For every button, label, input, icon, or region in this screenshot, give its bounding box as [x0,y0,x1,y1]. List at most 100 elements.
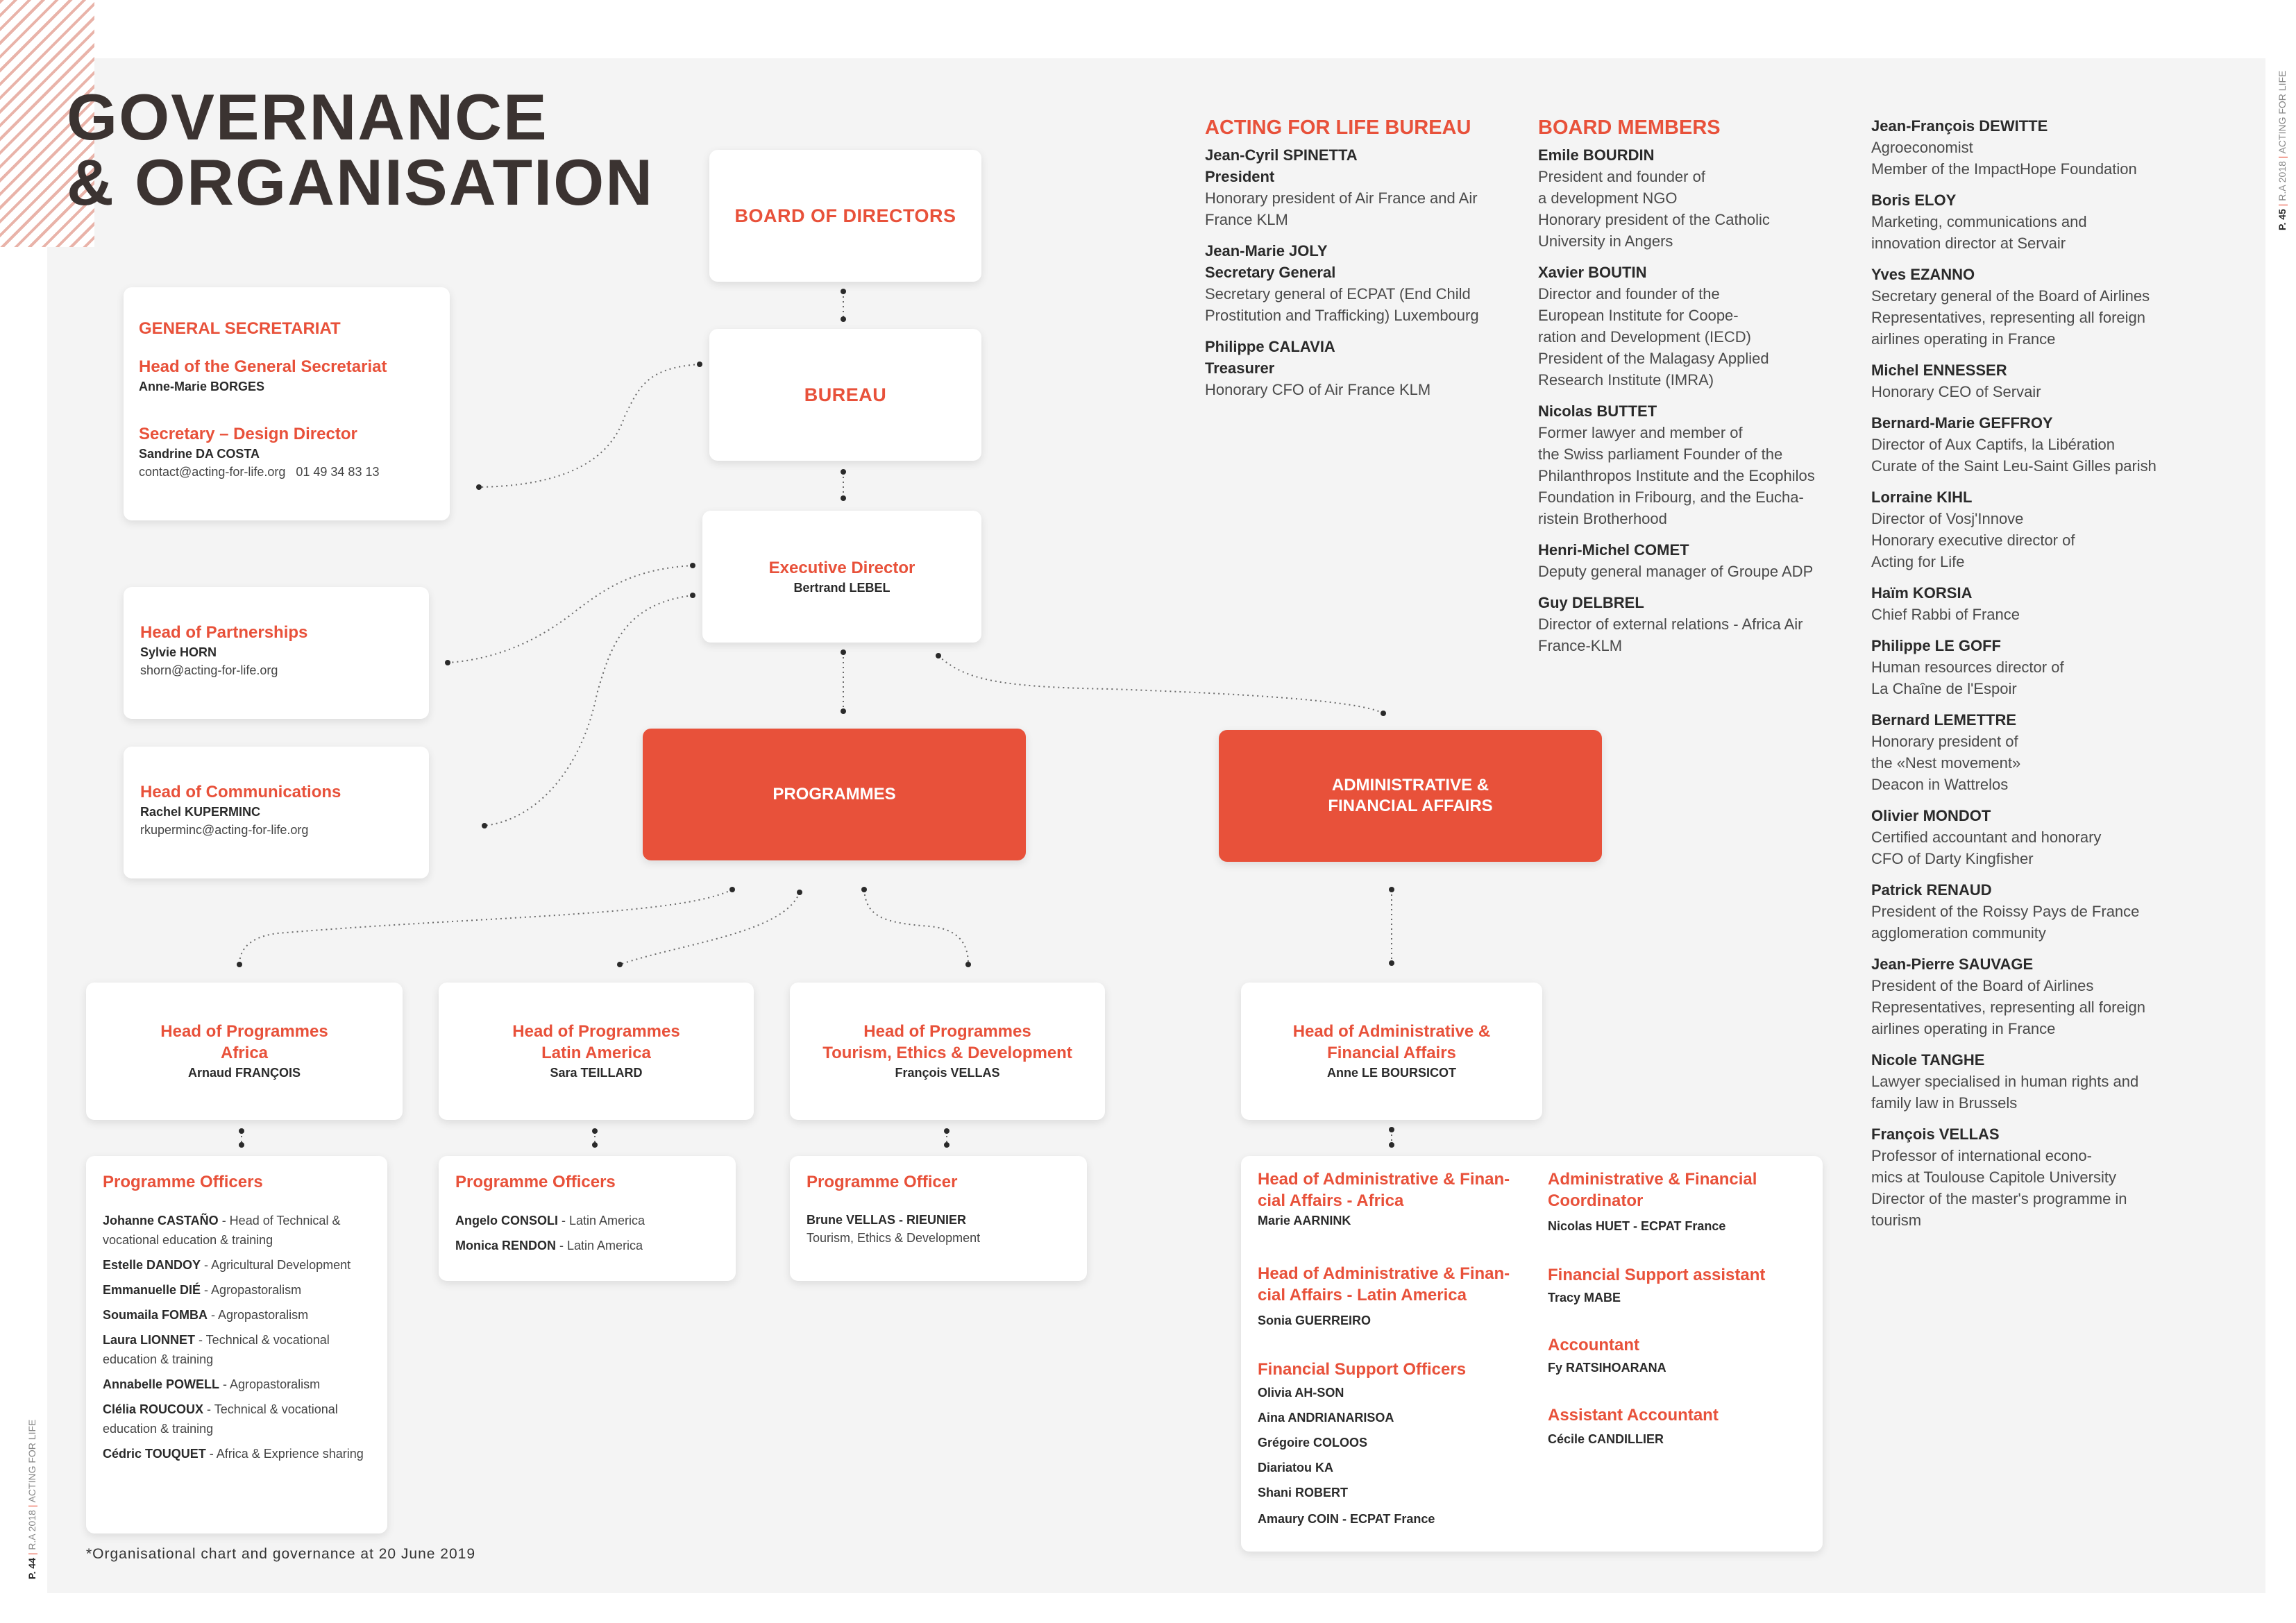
programme-officer-tourism-box: Programme Officer Brune VELLAS - RIEUNIE… [790,1156,1087,1281]
bureau-column: ACTING FOR LIFE BUREAU Jean-Cyril SPINET… [1205,115,1517,410]
list-item: Soumaila FOMBA - Agropastoralism [103,1308,309,1322]
po-tourism-heading: Programme Officer [807,1173,958,1191]
hop-tourism-name: François VELLAS [895,1066,1000,1080]
fso-name: Amaury COIN - ECPAT France [1258,1512,1435,1526]
programmes-label: PROGRAMMES [773,785,896,804]
haf-latam-name: Sonia GUERREIRO [1258,1314,1371,1327]
list-item: Emmanuelle DIÉ - Agropastoralism [103,1283,302,1297]
head-general-secretariat-name: Anne-Marie BORGES [139,380,265,393]
list-item: Clélia ROUCOUX - Technical & vocational … [103,1402,338,1436]
afc-name: Nicolas HUET - ECPAT France [1548,1219,1726,1233]
head-of-communications-name: Rachel KUPERMINC [140,805,261,819]
admin-staff-box: Head of Administrative & Finan- cial Aff… [1241,1156,1823,1552]
head-admin-name: Anne LE BOURSICOT [1326,1066,1456,1080]
hop-latam-name: Sara TEILLARD [550,1066,643,1080]
bureau-column-heading: ACTING FOR LIFE BUREAU [1205,117,1471,139]
head-of-programmes-tourism-box: Head of Programmes Tourism, Ethics & Dev… [790,983,1105,1120]
bureau-box: BUREAU [709,329,981,461]
hop-tourism-line-2: Tourism, Ethics & Development [822,1044,1072,1062]
haf-africa-name: Marie AARNINK [1258,1214,1351,1227]
board-of-directors-box: BOARD OF DIRECTORS [709,150,981,282]
fsa-name: Tracy MABE [1548,1291,1621,1305]
footnote: *Organisational chart and governance at … [86,1546,476,1562]
hop-africa-line-1: Head of Programmes [160,1022,328,1041]
list-item: Annabelle POWELL - Agropastoralism [103,1377,321,1391]
head-general-secretariat-role: Head of the General Secretariat [139,357,387,376]
list-item: Brune VELLAS - RIEUNIER [807,1213,967,1227]
head-of-partnerships-name: Sylvie HORN [140,645,217,659]
head-of-partnerships-email: shorn@acting-for-life.org [140,663,278,677]
po-tourism-list: Brune VELLAS - RIEUNIER Tourism, Ethics … [807,1211,1070,1247]
programmes-box: PROGRAMMES [643,729,1026,860]
fso-name: Aina ANDRIANARISOA [1258,1411,1394,1425]
hop-africa-name: Arnaud FRANÇOIS [188,1066,301,1080]
hop-africa-line-2: Africa [220,1044,269,1062]
list-item: Philippe CALAVIA Treasurer Honorary CFO … [1205,338,1431,398]
secretary-design-director-name: Sandrine DA COSTA [139,447,260,461]
executive-director-role: Executive Director [768,558,915,577]
fso-heading: Financial Support Officers [1258,1360,1467,1379]
po-latam-heading: Programme Officers [455,1173,616,1191]
page-title: GOVERNANCE & ORGANISATION [67,85,654,215]
head-of-communications-role: Head of Communications [140,783,341,801]
administrative-financial-affairs-box: ADMINISTRATIVE & FINANCIAL AFFAIRS [1219,730,1602,862]
list-item: Angelo CONSOLI - Latin America [455,1214,645,1227]
accountant-heading: Accountant [1548,1336,1639,1354]
bureau-label: BUREAU [804,384,887,405]
head-of-partnerships-role: Head of Partnerships [140,623,308,642]
list-item: Tourism, Ethics & Development [807,1231,981,1245]
hop-tourism-line-1: Head of Programmes [863,1022,1031,1041]
list-item: Johanne CASTAÑO - Head of Technical & vo… [103,1214,341,1247]
admin-label-line-1: ADMINISTRATIVE & [1331,776,1489,794]
board-members-heading: BOARD MEMBERS [1538,117,1721,139]
head-of-programmes-latin-america-box: Head of Programmes Latin America Sara TE… [439,983,754,1120]
head-of-admin-financial-affairs-box: Head of Administrative & Financial Affai… [1241,983,1542,1120]
hop-latam-line-2: Latin America [541,1044,651,1062]
fso-name: Olivia AH-SON [1258,1386,1344,1400]
list-item: Monica RENDON - Latin America [455,1239,643,1252]
board-of-directors-label: BOARD OF DIRECTORS [734,205,956,226]
programme-officers-africa-box: Programme Officers Johanne CASTAÑO - Hea… [86,1156,387,1533]
head-admin-line-1: Head of Administrative & [1292,1022,1491,1041]
fso-name: Grégoire COLOOS [1258,1436,1368,1450]
list-item: Jean-Marie JOLY Secretary General Secret… [1205,242,1479,324]
afc-heading: Administrative & Financial Coordinator [1548,1170,1757,1210]
fso-name: Diariatou KA [1258,1461,1334,1475]
secretariat-contact: contact@acting-for-life.org 01 49 34 83 … [139,465,380,479]
hatch-decoration [0,0,94,247]
hop-latam-line-1: Head of Programmes [512,1022,680,1041]
head-of-partnerships-box: Head of Partnerships Sylvie HORN shorn@a… [124,587,429,719]
po-latam-list: Angelo CONSOLI - Latin America Monica RE… [455,1211,719,1255]
head-of-programmes-africa-box: Head of Programmes Africa Arnaud FRANÇOI… [86,983,403,1120]
accountant-name: Fy RATSIHOARANA [1548,1361,1666,1375]
general-secretariat-box: GENERAL SECRETARIAT Head of the General … [124,287,450,520]
po-africa-heading: Programme Officers [103,1173,263,1191]
head-admin-line-2: Financial Affairs [1327,1044,1456,1062]
list-item: Jean-Cyril SPINETTA President Honorary p… [1205,146,1478,228]
programme-officers-latin-america-box: Programme Officers Angelo CONSOLI - Lati… [439,1156,736,1281]
executive-director-name: Bertrand LEBEL [793,580,890,595]
haf-africa-heading: Head of Administrative & Finan- cial Aff… [1258,1170,1510,1210]
head-of-communications-box: Head of Communications Rachel KUPERMINC … [124,747,429,878]
admin-label-line-2: FINANCIAL AFFAIRS [1328,797,1493,815]
list-item: Laura LIONNET - Technical & vocational e… [103,1333,330,1366]
assistant-accountant-heading: Assistant Accountant [1548,1406,1719,1425]
general-secretariat-heading: GENERAL SECRETARIAT [139,319,341,338]
haf-latam-heading: Head of Administrative & Finan- cial Aff… [1258,1264,1510,1305]
